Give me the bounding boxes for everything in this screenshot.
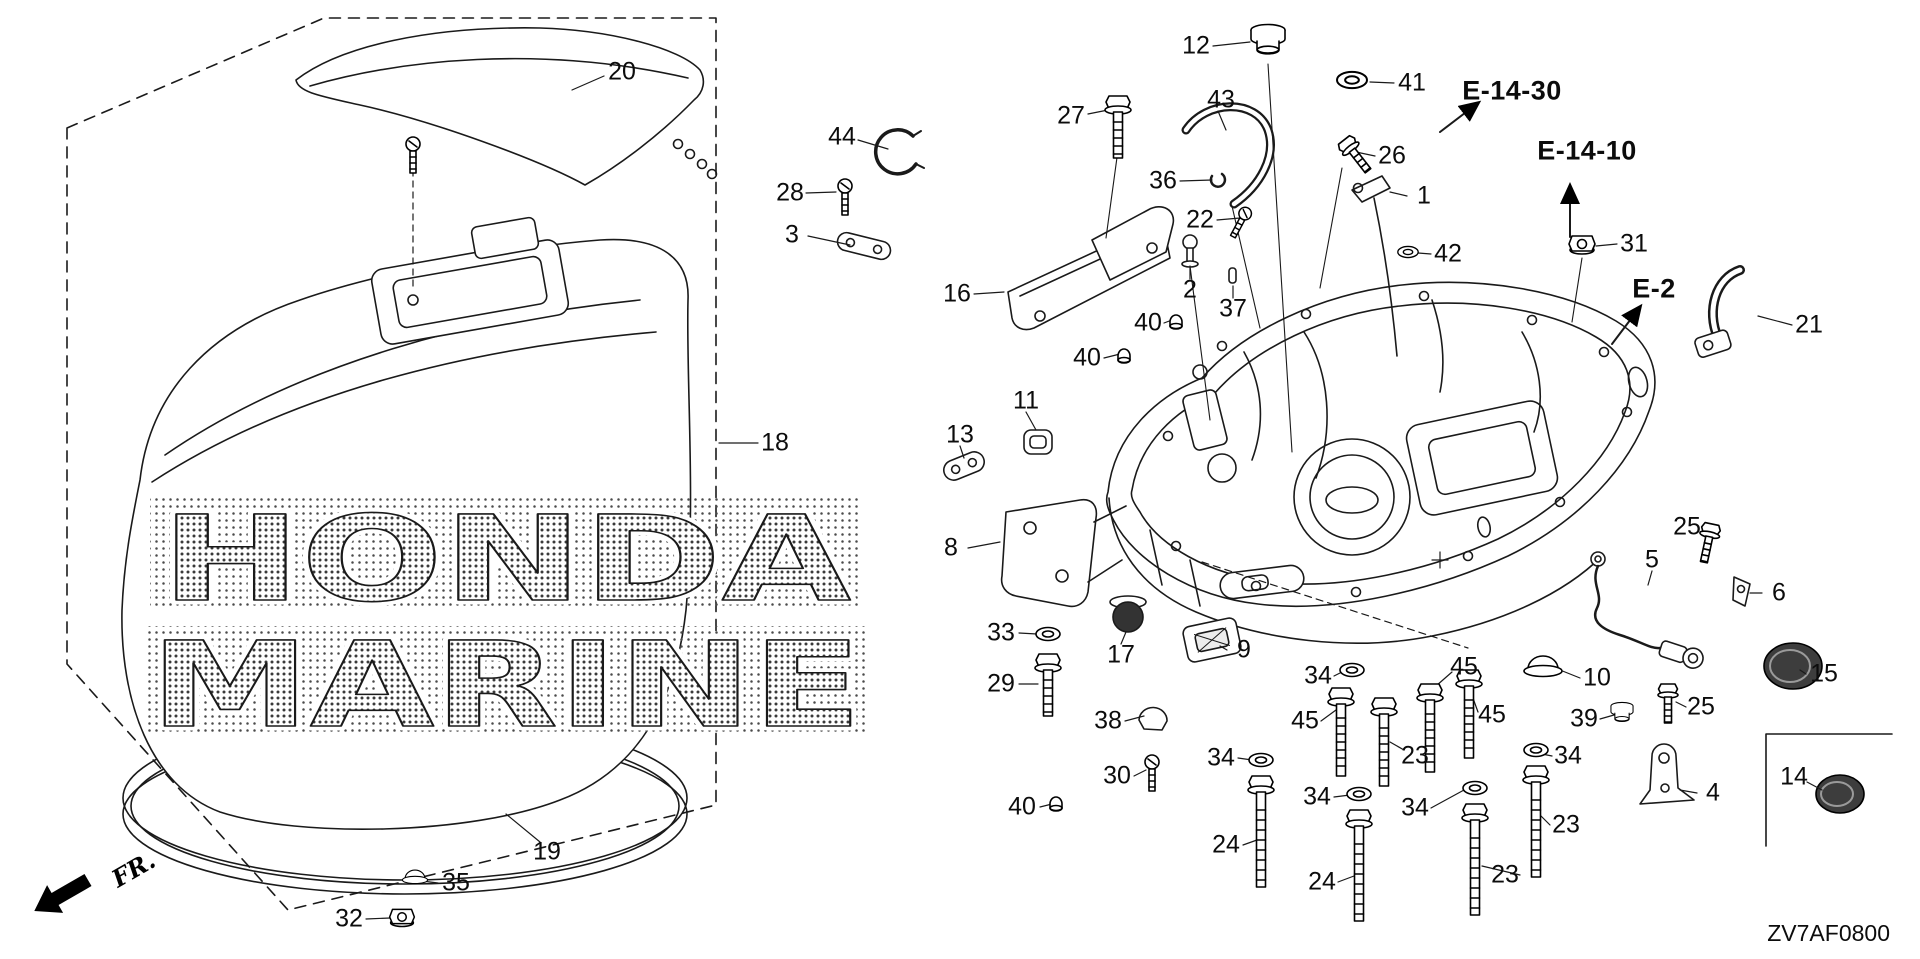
ref-label-e-2: E-2 [1632,273,1676,304]
part-callout-23: 23 [1552,810,1580,839]
part-callout-16: 16 [943,279,971,308]
leader-lines [365,41,1823,920]
part-callout-25: 25 [1687,692,1715,721]
part-callout-18: 18 [761,428,789,457]
part-callout-37: 37 [1219,294,1247,323]
under-case-part [1105,281,1656,649]
part-callout-40: 40 [1073,343,1101,372]
grommet-11-part [1023,429,1053,455]
small-stay-part [1732,576,1751,607]
part-callout-21: 21 [1795,310,1823,339]
cap-15-part [1763,642,1823,690]
brand-text-honda: HONDA [161,490,851,628]
part-callout-38: 38 [1094,706,1122,735]
oil-tube-part [1351,175,1398,357]
part-callout-23: 23 [1401,741,1429,770]
clamp-38-part [1138,706,1168,731]
part-callout-8: 8 [944,533,958,562]
part-callout-13: 13 [946,420,974,449]
part-callout-33: 33 [987,618,1015,647]
pin-part [1228,267,1237,284]
valve-part [1181,234,1199,268]
part-callout-9: 9 [1237,635,1251,664]
part-callout-40: 40 [1134,308,1162,337]
part-callout-22: 22 [1186,205,1214,234]
part-callout-30: 30 [1103,761,1131,790]
part-callout-6: 6 [1772,578,1786,607]
part-callout-32: 32 [335,904,363,933]
part-callout-42: 42 [1434,239,1462,268]
side-bracket-part [1000,498,1127,608]
part-callout-31: 31 [1620,229,1648,258]
reference-arrows [1439,100,1643,345]
part-callout-12: 12 [1182,31,1210,60]
part-callout-14: 14 [1780,762,1808,791]
part-callout-45: 45 [1450,652,1478,681]
corner-box [1765,733,1893,847]
part-callout-26: 26 [1378,141,1406,170]
knob-17-part [1109,595,1147,633]
latch-hook-part [1694,265,1745,358]
part-callout-36: 36 [1149,166,1177,195]
cap-14-part [1815,774,1865,814]
part-callout-24: 24 [1212,830,1240,859]
part-callout-29: 29 [987,669,1015,698]
circlip-part [873,128,925,176]
brand-halftone [146,498,866,734]
ref-label-e-14-10: E-14-10 [1537,135,1637,166]
part-callout-1: 1 [1417,181,1431,210]
part-callout-39: 39 [1570,704,1598,733]
part-callout-4: 4 [1706,778,1720,807]
cable-assembly-part [1590,551,1704,669]
part-callout-25: 25 [1673,512,1701,541]
brand-text-honda-halo: HONDA [161,490,851,628]
part-callout-34: 34 [1207,743,1235,772]
ref-label-e-14-30: E-14-30 [1462,75,1562,106]
plate-9-part [1182,617,1242,663]
brand-text-marine-halo: MARINE [150,616,862,754]
stay-part [836,231,892,261]
part-callout-45: 45 [1478,700,1506,729]
part-callout-41: 41 [1398,68,1426,97]
part-callout-10: 10 [1583,663,1611,692]
top-cover-part [295,27,718,186]
part-callout-2: 2 [1183,275,1197,304]
part-callout-34: 34 [1401,793,1429,822]
mount-bracket-part [1007,206,1175,331]
part-callout-44: 44 [828,122,856,151]
tube-hook-part [1181,102,1275,209]
part-callout-40: 40 [1008,792,1036,821]
construction-lines [1105,63,1583,453]
part-callout-27: 27 [1057,101,1085,130]
brand-text-marine: MARINE [150,616,862,754]
part-callout-11: 11 [1013,386,1039,415]
cover-top-recess [370,169,570,345]
part-callout-19: 19 [533,837,561,866]
part-callout-43: 43 [1207,85,1235,114]
bracket-4-part [1639,743,1695,805]
part-callout-34: 34 [1554,741,1582,770]
part-callout-3: 3 [785,220,799,249]
part-callout-20: 20 [608,57,636,86]
part-callout-35: 35 [442,868,470,897]
dashed-boundary-box [66,17,717,911]
part-callout-17: 17 [1107,640,1135,669]
part-callout-45: 45 [1291,706,1319,735]
part-callout-24: 24 [1308,867,1336,896]
part-callout-34: 34 [1303,782,1331,811]
part-callout-15: 15 [1810,659,1838,688]
part-callout-34: 34 [1304,661,1332,690]
clamp-13-part [943,451,985,481]
part-callout-23: 23 [1491,860,1519,889]
part-callout-5: 5 [1645,545,1659,574]
diagram-code: ZV7AF0800 [1767,920,1890,946]
part-callout-28: 28 [776,178,804,207]
